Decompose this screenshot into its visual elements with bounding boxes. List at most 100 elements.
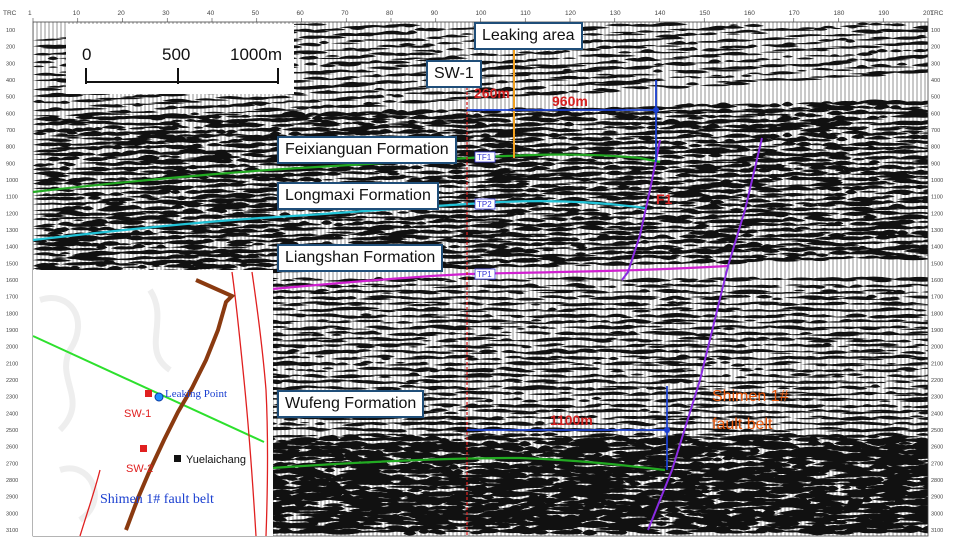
trace-tick-label: 170 [789, 10, 800, 17]
trace-tick-label: 190 [878, 10, 889, 17]
time-tick-label-right: 100 [931, 28, 940, 34]
time-tick-label-right: 300 [931, 61, 940, 67]
time-tick-label-right: 1000 [931, 178, 943, 184]
time-tick-label-left: 1500 [6, 261, 18, 267]
time-tick-label-right: 3000 [931, 511, 943, 517]
measure-top-dot [653, 107, 659, 113]
trace-tick-label: 30 [162, 10, 170, 17]
time-tick-label-left: 1600 [6, 278, 18, 284]
time-tick-label-left: 1400 [6, 245, 18, 251]
tp1-marker-box [474, 268, 496, 280]
time-tick-label-right: 2200 [931, 378, 943, 384]
time-tick-label-right: 2400 [931, 411, 943, 417]
time-tick-label-left: 1200 [6, 211, 18, 217]
liangshan-horizon [271, 264, 729, 291]
time-tick-label-right: 1500 [931, 261, 943, 267]
trace-tick-label: 100 [476, 10, 487, 17]
time-tick-label-left: 2000 [6, 345, 18, 351]
time-tick-label-left: 500 [6, 95, 15, 101]
trace-tick-label: 201 [923, 10, 934, 17]
trace-tick-label: 50 [252, 10, 260, 17]
time-tick-label-left: 3000 [6, 511, 18, 517]
tf1-marker-box [474, 151, 496, 163]
time-tick-label-right: 1900 [931, 328, 943, 334]
trace-tick-label: 110 [520, 10, 531, 17]
trace-tick-label: 1 [28, 10, 32, 17]
distance-1100m: 1100m [550, 412, 593, 428]
fault-f1-label: F1 [656, 191, 673, 207]
liangshan-label: Liangshan Formation [277, 244, 444, 272]
time-tick-label-right: 2100 [931, 361, 943, 367]
leaking-area-label: Leaking area [474, 22, 583, 50]
time-tick-label-left: 1100 [6, 195, 18, 201]
trace-tick-label: 160 [744, 10, 755, 17]
time-tick-label-left: 800 [6, 145, 15, 151]
trace-tick-label: 180 [834, 10, 845, 17]
right-axis-band [928, 0, 957, 546]
scale-bar: 0 500 1000m [82, 45, 282, 84]
trc-left-label: TRC [3, 10, 17, 17]
time-tick-label-left: 1000 [6, 178, 18, 184]
time-tick-label-right: 500 [931, 95, 940, 101]
time-tick-label-left: 600 [6, 111, 15, 117]
time-tick-label-left: 200 [6, 45, 15, 51]
time-tick-label-right: 2000 [931, 345, 943, 351]
middle-reflections [33, 99, 957, 277]
time-tick-label-left: 1300 [6, 228, 18, 234]
time-tick-label-right: 1800 [931, 311, 943, 317]
time-tick-label-left: 3100 [6, 528, 18, 534]
time-tick-label-right: 2300 [931, 395, 943, 401]
tf1-marker: TF1 [477, 153, 492, 162]
wufeng-label: Wufeng Formation [277, 390, 425, 418]
time-tick-label-right: 700 [931, 128, 940, 134]
time-tick-label-right: 2900 [931, 495, 943, 501]
trace-tick-label: 70 [341, 10, 349, 17]
time-tick-label-left: 2900 [6, 495, 18, 501]
longmaxi-label: Longmaxi Formation [277, 182, 439, 210]
time-tick-label-left: 2500 [6, 428, 18, 434]
feixianguan-label: Feixianguan Formation [277, 136, 457, 164]
time-tick-label-right: 1400 [931, 245, 943, 251]
time-tick-label-right: 400 [931, 78, 940, 84]
trace-tick-label: 120 [565, 10, 576, 17]
bottom-band [0, 536, 957, 546]
trace-tick-label: 40 [207, 10, 215, 17]
time-tick-label-right: 1600 [931, 278, 943, 284]
trace-tick-label: 80 [386, 10, 394, 17]
scale-label-1000: 1000m [230, 45, 282, 64]
time-tick-label-right: 2500 [931, 428, 943, 434]
time-tick-label-left: 700 [6, 128, 15, 134]
time-tick-label-right: 3100 [931, 528, 943, 534]
time-tick-label-right: 200 [931, 45, 940, 51]
time-tick-label-right: 800 [931, 145, 940, 151]
time-tick-label-left: 100 [6, 28, 15, 34]
lower-reflections [33, 276, 957, 439]
measure-bottom-dot [664, 427, 670, 433]
trace-tick-label: 140 [655, 10, 666, 17]
time-tick-label-right: 1200 [931, 211, 943, 217]
time-tick-label-left: 2100 [6, 361, 18, 367]
time-tick-label-left: 300 [6, 61, 15, 67]
time-tick-label-right: 2600 [931, 445, 943, 451]
sw1-label: SW-1 [426, 60, 482, 88]
time-tick-label-left: 2200 [6, 378, 18, 384]
trace-tick-label: 90 [431, 10, 439, 17]
trace-tick-label: 60 [297, 10, 305, 17]
time-tick-label-right: 900 [931, 161, 940, 167]
top-axis-band [0, 0, 957, 22]
time-tick-label-left: 2300 [6, 395, 18, 401]
trc-right-label: TRC [930, 10, 944, 17]
time-tick-label-left: 1800 [6, 311, 18, 317]
scale-bar-panel: 0 500 1000m [66, 24, 294, 94]
time-tick-label-right: 1100 [931, 195, 943, 201]
time-tick-label-right: 2800 [931, 478, 943, 484]
tp2-marker-box [474, 198, 496, 210]
longmaxi-horizon [32, 199, 646, 242]
trace-tick-label: 150 [699, 10, 710, 17]
time-tick-label-left: 1900 [6, 328, 18, 334]
time-tick-label-left: 2800 [6, 478, 18, 484]
trace-tick-label: 20 [118, 10, 126, 17]
